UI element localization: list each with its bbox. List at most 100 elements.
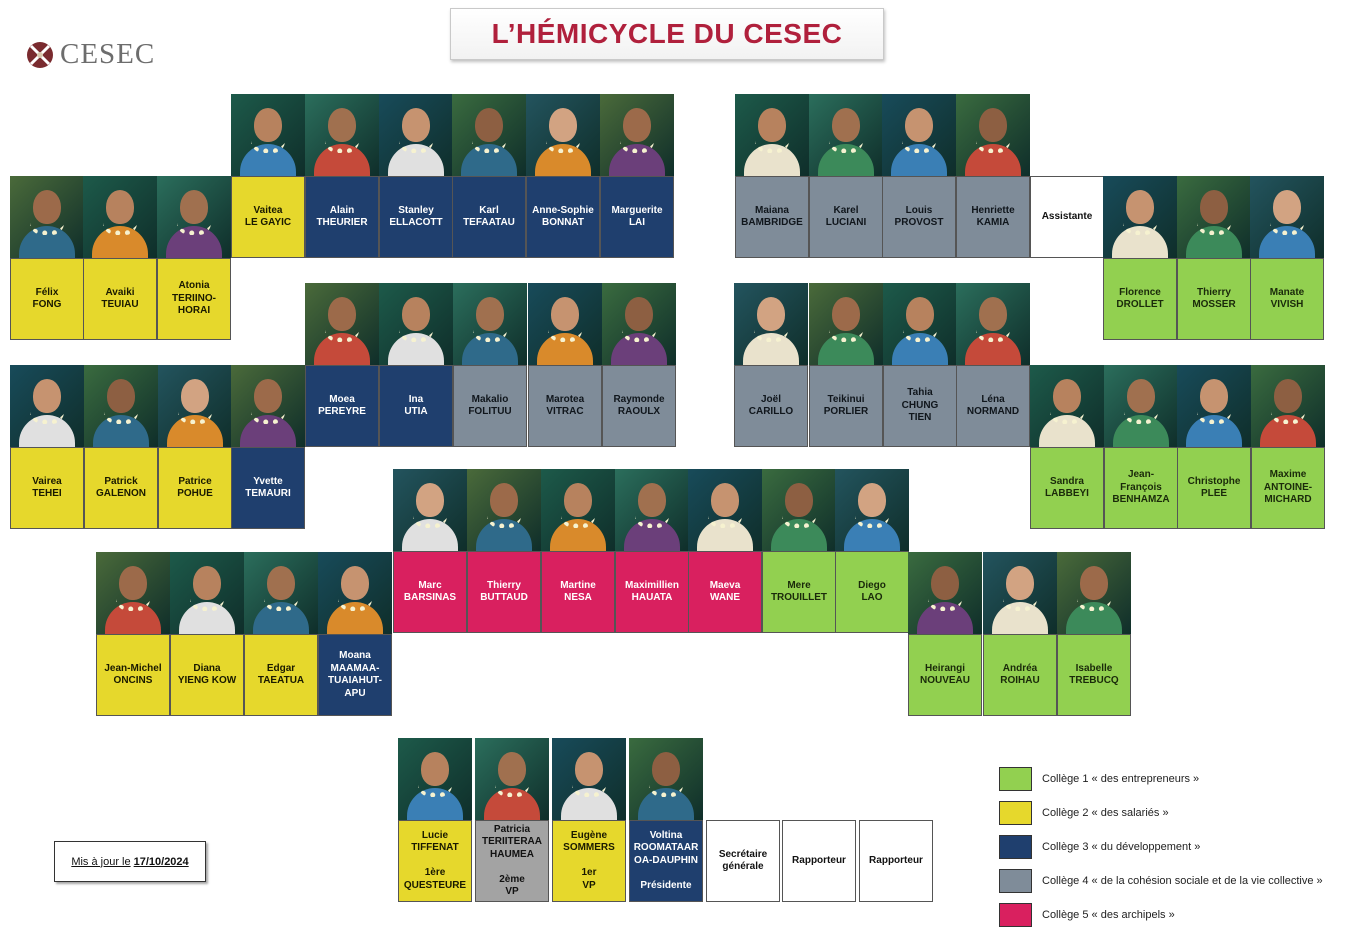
- member-name-line: Marotea: [545, 393, 585, 405]
- member-photo: [305, 94, 379, 176]
- member-name-line: Henriette: [971, 204, 1015, 216]
- member-name-line: Félix: [35, 286, 59, 298]
- member-photo: [908, 552, 982, 634]
- member-name-line: FOLITUU: [468, 406, 512, 417]
- member-name-line: TEUIAU: [101, 299, 139, 310]
- member-name-line: Diego: [858, 579, 886, 591]
- member-name-label: Assistante: [1030, 176, 1104, 258]
- member-name-line: LE GAYIC: [244, 217, 292, 228]
- member-name-line: [404, 855, 466, 868]
- legend-swatch: [999, 767, 1032, 791]
- member-name-line: LUCIANI: [825, 217, 867, 228]
- member-photo: [629, 738, 703, 820]
- member-name-line: PLEE: [1200, 488, 1228, 499]
- member-photo: [393, 469, 467, 551]
- member-name-line: Andréa: [1002, 662, 1038, 674]
- member-photo: [83, 176, 157, 258]
- member-name-line: 1ère: [424, 867, 446, 879]
- member-name-line: Patrick: [104, 475, 138, 487]
- member-name-line: NOUVEAU: [919, 675, 970, 686]
- member-name-line: Makalio: [471, 393, 509, 405]
- member-photo: [1103, 176, 1177, 258]
- member-photo: [735, 94, 809, 176]
- member-name-line: Maxime: [1269, 469, 1307, 481]
- member-name-line: Atonia: [178, 280, 210, 292]
- logo-text: CESEC: [60, 38, 156, 70]
- member-photo: [467, 469, 541, 551]
- member-name-line: [482, 861, 542, 874]
- member-name-line: Isabelle: [1075, 662, 1113, 674]
- legend-swatch: [999, 801, 1032, 825]
- member-name-line: Diana: [193, 662, 221, 674]
- member-photo: [809, 283, 883, 365]
- member-name-line: Thierry: [487, 579, 521, 591]
- member-name-line: Marc: [418, 579, 442, 591]
- member-name-line: WANE: [709, 592, 740, 603]
- member-name-line: Louis: [905, 204, 933, 216]
- member-name-line: BARSINAS: [403, 592, 457, 603]
- member-photo: [84, 365, 158, 447]
- member-photo: [956, 283, 1030, 365]
- member-name-line: HORAI: [177, 305, 211, 317]
- member-photo: [10, 365, 84, 447]
- member-name-line: Marguerite: [611, 204, 663, 216]
- member-photo: [1177, 365, 1251, 447]
- member-name-line: ROOMATAAR: [633, 842, 699, 854]
- member-name-line: Vairea: [32, 475, 62, 487]
- member-name-line: NORMAND: [966, 406, 1020, 417]
- member-name-line: Heirangi: [924, 662, 965, 674]
- member-photo: [615, 469, 689, 551]
- member-photo: [244, 552, 318, 634]
- member-name-line: Manate: [1269, 286, 1305, 298]
- member-name-line: BENHAMZA: [1112, 494, 1170, 506]
- member-name-line: YIENG KOW: [177, 675, 237, 686]
- member-name-line: Anne-Sophie: [532, 204, 594, 216]
- member-name-line: TIEN: [908, 412, 932, 424]
- legend-text: Collège 4 « de la cohésion sociale et de…: [1042, 875, 1323, 887]
- legend-text: Collège 1 « des entrepreneurs »: [1042, 773, 1200, 785]
- member-name-line: MOSSER: [1192, 299, 1236, 310]
- member-name-line: Avaiki: [105, 286, 135, 298]
- member-photo: [883, 283, 957, 365]
- member-photo: [835, 469, 909, 551]
- member-name-line: François: [1120, 481, 1162, 493]
- legend-text: Collège 3 « du développement »: [1042, 841, 1201, 853]
- member-name-line: TAEATUA: [257, 675, 305, 686]
- legend-text: Collège 2 « des salariés »: [1042, 807, 1169, 819]
- member-name-line: POHUE: [177, 488, 213, 499]
- member-name-line: THEURIER: [316, 217, 368, 228]
- member-photo: [452, 94, 526, 176]
- member-name-line: Secrétaire: [718, 848, 768, 860]
